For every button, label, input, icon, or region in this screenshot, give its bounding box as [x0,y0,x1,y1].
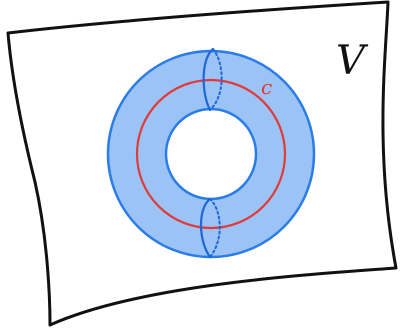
label-curve-c: c [261,75,272,99]
annulus-hole [166,109,256,199]
label-sheet-v: V [336,38,369,84]
